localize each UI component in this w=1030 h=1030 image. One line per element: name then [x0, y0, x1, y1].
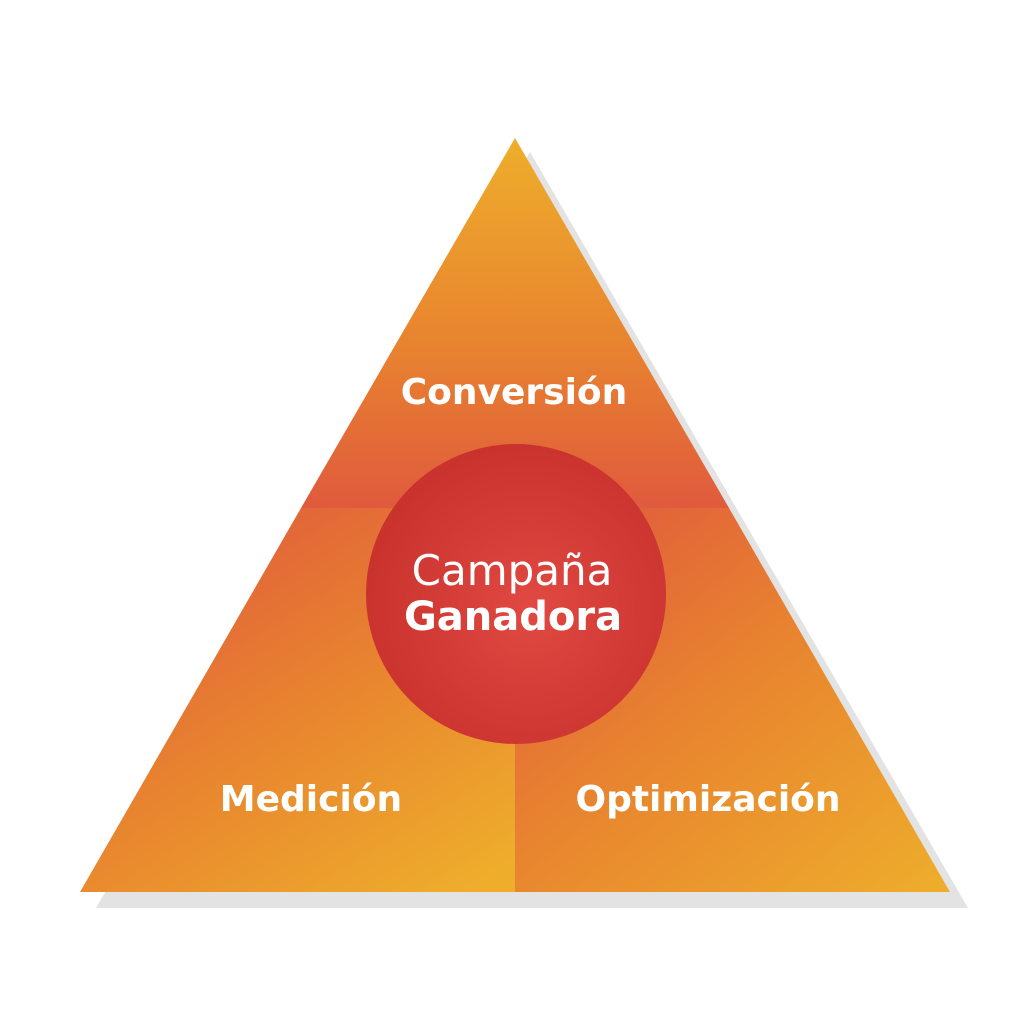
segment-top — [301, 138, 729, 508]
center-circle — [366, 444, 666, 744]
label-medicion: Medición — [220, 779, 402, 820]
label-conversion: Conversión — [401, 372, 628, 413]
center-text-line2: Ganadora — [404, 594, 622, 640]
label-optimizacion: Optimización — [575, 779, 840, 820]
center-text-line1: Campaña — [412, 546, 613, 595]
